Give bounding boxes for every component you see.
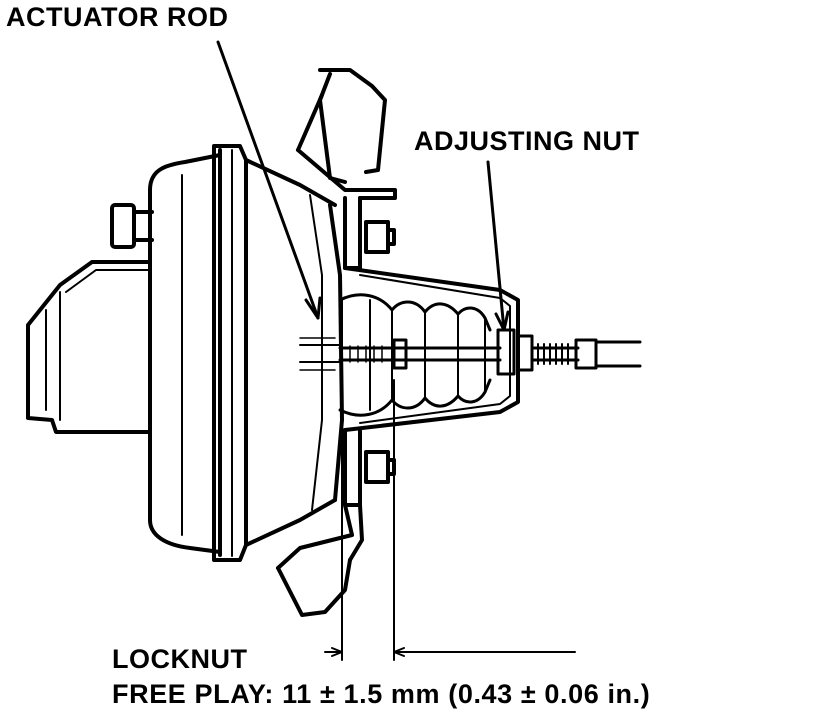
- free-play-dimension: [324, 299, 576, 661]
- lower-bracket: [276, 428, 364, 617]
- adjusting-nut-arrowhead: [494, 310, 510, 332]
- locknut-label: LOCKNUT: [112, 644, 248, 674]
- top-stud: [110, 203, 154, 249]
- rear-housing: [26, 260, 152, 434]
- cone-face: [309, 194, 344, 511]
- actuator-rod-leader: [216, 40, 320, 320]
- actuator-rod: [299, 337, 502, 371]
- rubber-boot: [338, 293, 492, 417]
- actuator-rod-label: ACTUATOR ROD: [6, 2, 229, 32]
- lower-nut: [364, 450, 396, 484]
- upper-nut: [364, 220, 396, 254]
- adjusting-nut-leader: [486, 160, 506, 332]
- adjusting-nut-shape: [496, 328, 534, 376]
- upper-bracket: [296, 68, 397, 270]
- free-play-label: FREE PLAY: 11 ± 1.5 mm (0.43 ± 0.06 in.): [112, 679, 651, 709]
- diaphragm-housing: [148, 144, 337, 562]
- threaded-rod: [530, 338, 642, 370]
- actuator-rod-arrowhead: [304, 296, 322, 320]
- adjusting-nut-label: ADJUSTING NUT: [414, 126, 640, 156]
